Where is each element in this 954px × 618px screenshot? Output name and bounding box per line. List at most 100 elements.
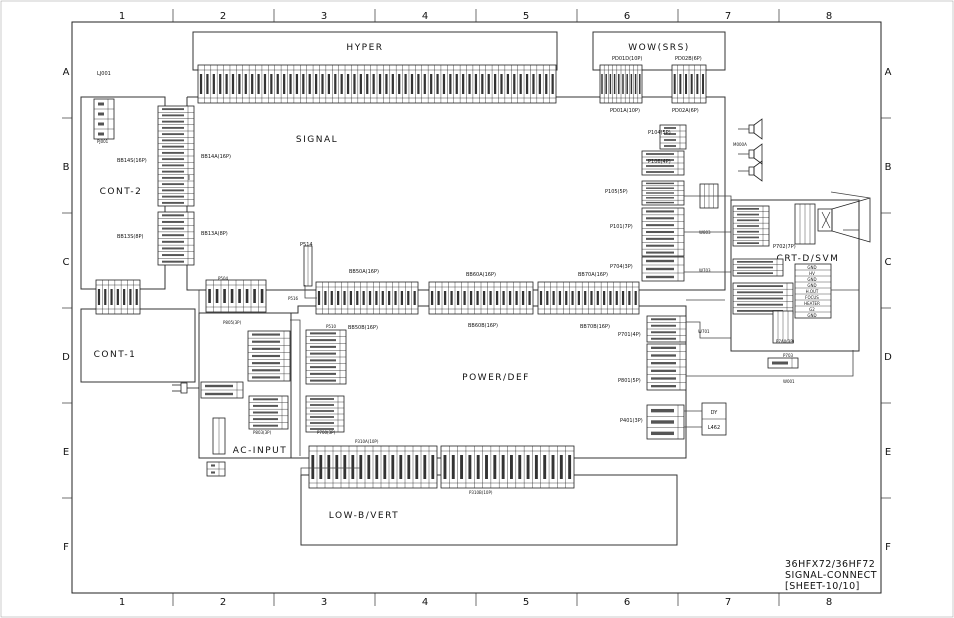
crt-pin-label: GND bbox=[807, 313, 816, 318]
l462-label: L462 bbox=[708, 425, 720, 431]
ac-input-connector-table bbox=[206, 461, 226, 477]
ac-plug-connector-table bbox=[200, 381, 244, 399]
crt-d-svm-label: CRT-D/SVM bbox=[777, 254, 840, 264]
crt-pin-label: GND bbox=[807, 277, 816, 282]
m000a-label: M000A bbox=[733, 142, 747, 147]
crt-d-connector-bar bbox=[794, 203, 816, 245]
p7a0-connector-table bbox=[732, 282, 794, 315]
bb13s-label: BB13S(8P) bbox=[117, 234, 144, 240]
connector-tables bbox=[93, 98, 816, 477]
cont1-connector-strip bbox=[95, 279, 141, 315]
col-label: 7 bbox=[725, 597, 731, 608]
w701-label: W701 bbox=[698, 329, 710, 334]
ac-input-connector-bar bbox=[212, 417, 226, 455]
model-numbers: 36HFX72/36HF72 bbox=[785, 559, 875, 570]
hyper-label: HYPER bbox=[346, 43, 383, 53]
pd01a-label: PD01A(10P) bbox=[610, 108, 640, 114]
row-label: E bbox=[885, 447, 891, 458]
crt-pin-label: H.OUT bbox=[806, 289, 819, 294]
col-label: 1 bbox=[119, 11, 125, 22]
row-label: C bbox=[63, 257, 70, 268]
p803-label: P803(3P) bbox=[253, 430, 272, 435]
p514-connector-bar bbox=[303, 245, 313, 287]
col-label: 3 bbox=[321, 11, 327, 22]
p702-connector-table bbox=[732, 205, 770, 247]
p105-connector-table bbox=[641, 180, 685, 206]
w703-label: W703 bbox=[699, 268, 711, 273]
title-block: 36HFX72/36HF72 SIGNAL-CONNECT [SHEET-10/… bbox=[785, 559, 877, 592]
crt-pin-label: G2 bbox=[809, 307, 815, 312]
w001-label: W001 bbox=[783, 379, 795, 384]
p516-label: P516 bbox=[288, 296, 299, 301]
hyper-board: HYPER bbox=[192, 31, 558, 71]
p700-label: P700(3P) bbox=[317, 430, 336, 435]
col-label: 2 bbox=[220, 597, 226, 608]
bb13-connector-table bbox=[157, 211, 195, 266]
cont1-label: CONT-1 bbox=[94, 350, 137, 360]
row-label: B bbox=[885, 162, 892, 173]
p805-connector-table bbox=[247, 330, 291, 382]
bb60b-label: BB60B(16P) bbox=[468, 323, 498, 329]
hyper-connector-strip bbox=[197, 64, 557, 104]
drawing-title: SIGNAL-CONNECT bbox=[785, 570, 877, 581]
p106-connector-table bbox=[641, 150, 685, 176]
col-label: 6 bbox=[624, 11, 630, 22]
row-label: A bbox=[63, 67, 70, 78]
row-label: E bbox=[63, 447, 69, 458]
bb60-connector-strip bbox=[428, 281, 534, 315]
power-plug-icon bbox=[172, 382, 199, 394]
p803-connector-table bbox=[248, 395, 289, 430]
p703-label: P703 bbox=[783, 353, 794, 358]
p805-label: P805(3P) bbox=[223, 320, 242, 325]
lj001-label: LJ001 bbox=[97, 71, 111, 77]
p310a-connector-strip bbox=[308, 445, 438, 489]
crt-pin-label: GND bbox=[807, 265, 816, 270]
p106-label: P106(4P) bbox=[648, 159, 671, 165]
wow-board: WOW(SRS) bbox=[592, 31, 726, 71]
col-label: 1 bbox=[119, 597, 125, 608]
row-label: F bbox=[885, 542, 891, 553]
pd02a-label: PD02A(6P) bbox=[672, 108, 699, 114]
col-label: 3 bbox=[321, 597, 327, 608]
bb14a-label: BB14A(16P) bbox=[201, 154, 231, 160]
p310b-label: P310B(10P) bbox=[469, 490, 493, 495]
crt-pin-label: HV bbox=[809, 271, 815, 276]
col-label: 4 bbox=[422, 11, 428, 22]
column-labels-bottom: 1 2 3 4 5 6 7 8 bbox=[119, 597, 832, 608]
col-label: 5 bbox=[523, 597, 529, 608]
p701-connector-table bbox=[646, 315, 687, 343]
col-label: 8 bbox=[826, 597, 832, 608]
pd02b-label: PD02B(6P) bbox=[675, 56, 702, 62]
speaker-icon bbox=[748, 143, 763, 165]
bb50-connector-strip bbox=[315, 281, 419, 315]
col-label: 8 bbox=[826, 11, 832, 22]
bb-ac-connector-strip bbox=[205, 279, 267, 313]
cont2-board: CONT-2 bbox=[80, 96, 166, 290]
p7a0-label: P7A0(3P) bbox=[776, 339, 795, 344]
cont2-label: CONT-2 bbox=[100, 187, 143, 197]
p700-connector-table bbox=[305, 395, 345, 433]
row-label: F bbox=[63, 542, 69, 553]
bb14s-label: BB14S(16P) bbox=[117, 158, 147, 164]
p704-connector-table bbox=[641, 256, 685, 282]
p801-label: P801(5P) bbox=[618, 378, 641, 384]
crt-pin-label: GND bbox=[807, 283, 816, 288]
bb13a-label: BB13A(8P) bbox=[201, 231, 228, 237]
p101-connector-table bbox=[641, 207, 685, 257]
p401-connector-table bbox=[646, 404, 685, 440]
pj001-label: PJ001 bbox=[97, 139, 109, 144]
col-label: 4 bbox=[422, 597, 428, 608]
bb60a-label: BB60A(16P) bbox=[466, 272, 496, 278]
bb50a-label: BB50A(16P) bbox=[349, 269, 379, 275]
low-b-vert-label: LOW-B/VERT bbox=[329, 511, 399, 521]
row-label: C bbox=[885, 257, 892, 268]
pd02-connector-strip bbox=[671, 64, 707, 104]
crt-d-svm-board: CRT-D/SVM bbox=[730, 199, 860, 352]
p701-label: P701(4P) bbox=[618, 332, 641, 338]
p101-label: P101(7P) bbox=[610, 224, 633, 230]
pd01d-label: PD01D(10P) bbox=[612, 56, 642, 62]
cont1-board: CONT-1 bbox=[80, 308, 196, 383]
bb70b-label: BB70B(16P) bbox=[580, 324, 610, 330]
crt-pin-label: FOCUS bbox=[805, 295, 819, 300]
